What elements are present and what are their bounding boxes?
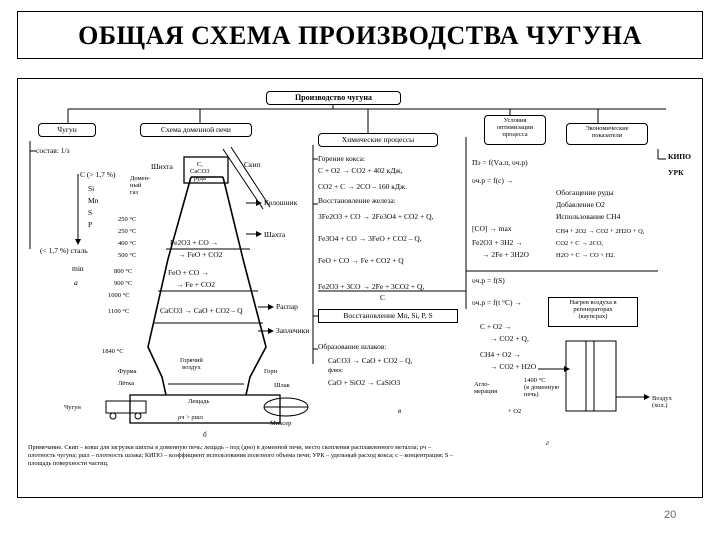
- label-b: б: [203, 430, 207, 439]
- opt-f4: υч.р = f(t °C) →: [472, 298, 522, 307]
- label-iron-out: Чугун: [64, 404, 81, 411]
- opt-g3: → 2Fe + 3H2O: [482, 250, 529, 259]
- chem-slag: Образование шлаков:: [318, 342, 387, 351]
- slide-title: ОБЩАЯ СХЕМА ПРОИЗВОДСТВА ЧУГУНА: [78, 21, 642, 50]
- opt-g6: CH4 + O2 →: [480, 350, 521, 359]
- label-shakhta: Шахта: [264, 230, 286, 239]
- temp-5: 800 °C: [114, 268, 133, 275]
- iron-min: min: [72, 264, 84, 273]
- label-a: а: [74, 278, 78, 287]
- temp-8: 1100 °C: [108, 308, 130, 315]
- furnace-r2b: → Fe + CO2: [176, 280, 216, 289]
- econ-e3: Использование CH4: [556, 212, 621, 221]
- temp-4: 500 °C: [118, 252, 137, 259]
- label-g: г: [546, 438, 549, 447]
- opt-g7: → CO2 + H2O: [490, 362, 537, 371]
- opt-f1: Пэ = f(Vа.п, υч.р): [472, 158, 528, 167]
- opt-aglo: Агло- мерация: [474, 381, 498, 396]
- econ-e5: CO2 + C → 2CO,: [556, 240, 604, 247]
- diagram-lines: [29, 104, 666, 424]
- temp-7: 1000 °C: [108, 292, 130, 299]
- header-furnace: Схема доменной печи: [140, 123, 252, 137]
- chem-combustion: Горение кокса:: [318, 154, 366, 163]
- label-domain-gas: Домен- ный газ: [130, 175, 151, 197]
- chem-c6c: C: [380, 293, 386, 302]
- opt-g2: Fe2O3 + 3H2 →: [472, 238, 523, 247]
- econ-e1: Обогащение руды: [556, 188, 614, 197]
- opt-f2: υч.р = f(c) →: [472, 176, 514, 185]
- opt-g5: → CO2 + Q,: [490, 334, 529, 343]
- econ-urk: УРК: [668, 168, 684, 177]
- econ-kipo: КИПО: [668, 152, 691, 161]
- econ-e6: H2O + C → CO + H2.: [556, 252, 616, 259]
- label-furma: Фурма: [118, 368, 137, 375]
- element-s: S: [88, 208, 93, 217]
- footnote: Примечание. Скип – ковш для загрузки ших…: [28, 444, 454, 467]
- opt-f3: υч.р = f(S): [472, 276, 505, 285]
- page-number: 20: [664, 509, 677, 521]
- temp-2: 250 °C: [118, 228, 137, 235]
- element-mn: Mn: [88, 196, 99, 205]
- iron-steel: (< 1,7 %) сталь: [40, 246, 88, 255]
- label-shikhta: Шихта: [151, 162, 173, 171]
- label-lesch: Лещадь: [188, 398, 210, 405]
- label-gorn: Горн: [264, 368, 278, 375]
- opt-t1400: 1400 °C (в доменную печь): [524, 377, 560, 399]
- temp-1840: 1840 °C: [102, 348, 124, 355]
- header-chem: Химические процессы: [318, 133, 438, 147]
- element-si: Si: [88, 184, 95, 193]
- header-econ: Экономические показатели: [566, 123, 648, 145]
- econ-e2: Добавление O2: [556, 200, 605, 209]
- temp-6: 900 °C: [114, 280, 133, 287]
- chem-mn-box: Восстановление Mn, Si, P, S: [318, 309, 458, 323]
- chem-c3: 3Fe2O3 + CO → 2Fe3O4 + CO2 + Q,: [318, 212, 434, 221]
- label-shlak: Шлак: [274, 382, 290, 389]
- label-density: ρч > ρшл: [178, 414, 203, 421]
- furnace-r1: Fe2O3 + CO →: [170, 238, 219, 247]
- econ-e4: CH4 + 2O2 → CO2 + 2H2O + Q,: [556, 228, 645, 235]
- chem-reduction: Восстановление железа:: [318, 196, 396, 205]
- chem-c6: Fe2O3 + 3CO → 2Fe + 3CO2 + Q,: [318, 282, 425, 291]
- element-p: P: [88, 220, 93, 229]
- label-zaplechiki: Заплечики: [276, 326, 310, 335]
- chem-c7a: флюс: [328, 367, 344, 374]
- iron-carbon: C (> 1,7 %): [80, 170, 116, 179]
- econ-heat-box: Нагрев воздуха в регенераторах (каупсрах…: [548, 297, 638, 327]
- label-skip: Скип: [244, 160, 261, 169]
- iron-composition: состав: 1/з: [36, 146, 70, 155]
- label-mixer: Миксер: [270, 420, 292, 427]
- label-top-mix: C, CaCO3 руда: [190, 161, 210, 183]
- label-v: в: [398, 406, 402, 415]
- furnace-r3: CaCO3 → CaO + CO2 – Q: [160, 306, 243, 315]
- header-iron: Чугун: [38, 123, 96, 137]
- chem-c5: FeO + CO → Fe + CO2 + Q: [318, 256, 404, 265]
- header-production: Производство чугуна: [266, 91, 401, 105]
- opt-o2: + O2: [508, 408, 522, 415]
- opt-g4: C + O2 →: [480, 322, 512, 331]
- header-opt: Условия оптимизации процесса: [484, 115, 546, 145]
- chem-c1: C + O2 → CO2 + 402 кДж,: [318, 166, 403, 175]
- chem-c2: CO2 + C → 2CO – 160 кДж.: [318, 182, 408, 191]
- label-raspar: Распар: [276, 302, 298, 311]
- opt-g1: [CO] → max: [472, 224, 512, 233]
- chem-c4: Fe3O4 + CO → 3FeO + CO2 – Q,: [318, 234, 422, 243]
- furnace-r1b: → FeO + CO2: [178, 250, 223, 259]
- temp-3: 400 °C: [118, 240, 137, 247]
- label-koloshnik: Колошник: [264, 198, 298, 207]
- chem-c7: CaCO3 → CaO + CO2 – Q,: [328, 356, 413, 365]
- production-diagram: Производство чугуна Чугун состав: 1/з C …: [17, 78, 703, 498]
- temp-1: 250 °C: [118, 216, 137, 223]
- opt-air: Воздух (хол.): [652, 395, 672, 410]
- furnace-r2: FeO + CO →: [168, 268, 209, 277]
- title-box: ОБЩАЯ СХЕМА ПРОИЗВОДСТВА ЧУГУНА: [17, 11, 703, 59]
- label-hot-air: Горячий воздух: [180, 357, 203, 372]
- label-letka: Лётка: [118, 380, 135, 387]
- chem-c8: CaO + SiO2 → CaSiO3: [328, 378, 401, 387]
